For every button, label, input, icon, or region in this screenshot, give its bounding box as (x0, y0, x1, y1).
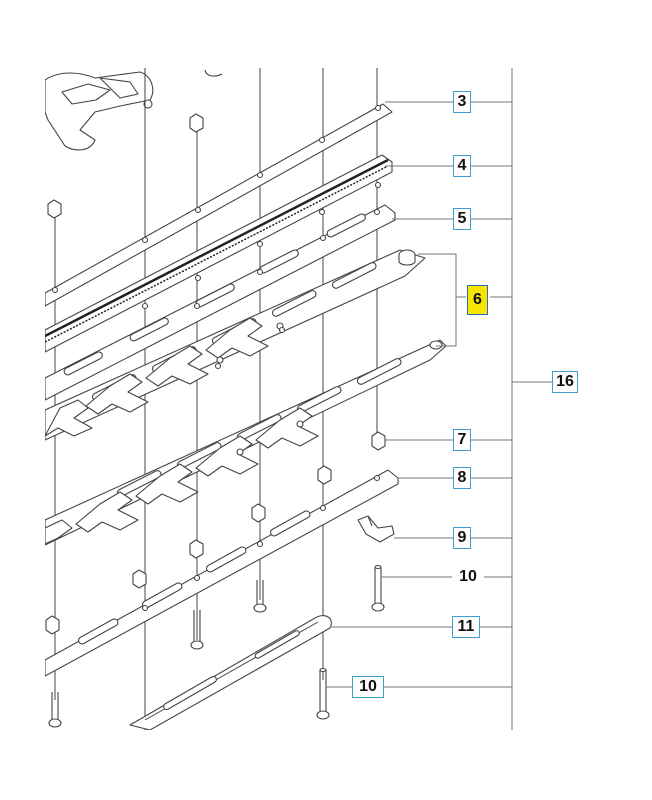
callout-part-16[interactable]: 16 (552, 371, 578, 393)
upper-blade-part-6 (45, 249, 426, 441)
nuts-part-7 (45, 113, 386, 635)
slotted-plate-part-5 (45, 204, 396, 401)
gear-housing-casting (45, 69, 223, 151)
callout-part-8[interactable]: 8 (453, 467, 471, 489)
callout-part-4[interactable]: 4 (453, 155, 471, 177)
callout-part-10-upper[interactable]: 10 (459, 568, 477, 585)
bolts-part-10 (48, 564, 385, 728)
callout-part-5[interactable]: 5 (453, 208, 471, 230)
clip-part-9 (357, 515, 395, 543)
top-plate-part-3 (45, 103, 393, 307)
callout-part-7[interactable]: 7 (453, 429, 471, 451)
highlight-part-6 (467, 285, 488, 315)
lower-plate-part-8 (45, 469, 399, 677)
callout-part-11[interactable]: 11 (452, 616, 480, 638)
lower-blade-part-6 (45, 326, 447, 546)
callout-part-10-lower[interactable]: 10 (352, 676, 384, 698)
callout-part-3[interactable]: 3 (453, 91, 471, 113)
callout-part-9[interactable]: 9 (453, 527, 471, 549)
guide-strip-part-4 (45, 154, 393, 353)
bottom-guide-part-11 (129, 615, 332, 730)
callout-part-6[interactable]: 6 (467, 285, 488, 315)
leader-lines (326, 68, 552, 730)
